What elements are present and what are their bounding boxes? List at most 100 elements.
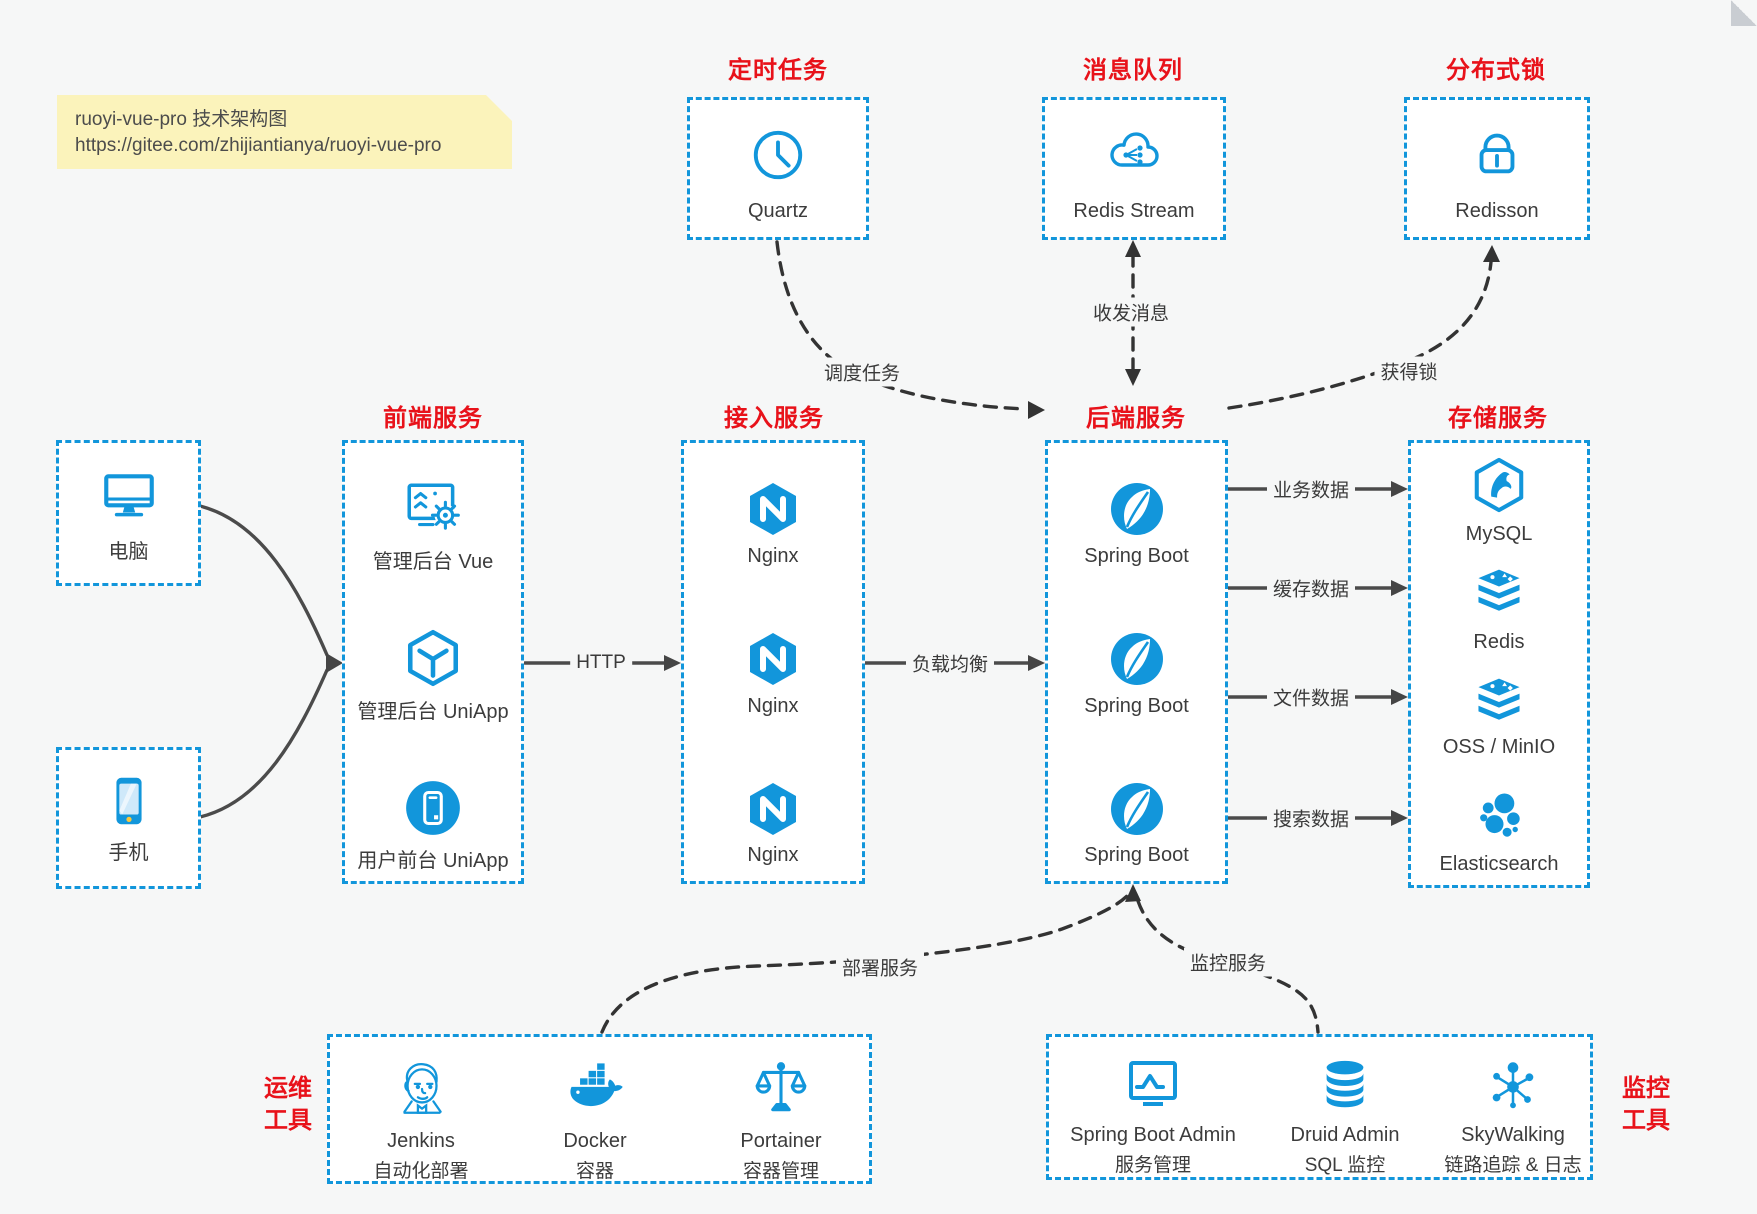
druid-admin-desc: SQL 监控 — [1304, 1155, 1386, 1176]
elasticsearch-icon — [1472, 789, 1526, 848]
group-title-backend: 后端服务 — [1086, 405, 1186, 432]
edge-label-deploy-service: 部署服务 — [835, 952, 925, 982]
mobile-label: 手机 — [108, 842, 149, 864]
redis-stream-label: Redis Stream — [1073, 200, 1195, 222]
backend-services-box: Spring Boot Spring Boot Spring Boot — [1045, 440, 1228, 884]
portainer-desc: 容器管理 — [742, 1161, 819, 1182]
edge-label-business-data: 业务数据 — [1266, 474, 1356, 504]
redis-label: Redis — [1473, 631, 1525, 653]
jenkins-label: Jenkins — [387, 1130, 455, 1152]
edge-label-load-balance: 负载均衡 — [905, 648, 995, 678]
edge-label-http: HTTP — [570, 651, 632, 675]
group-title-storage: 存储服务 — [1448, 405, 1548, 432]
group-title-monitoring-tools: 监控 工具 — [1622, 1075, 1670, 1134]
padlock-icon — [1468, 124, 1526, 187]
uniapp-user-icon — [402, 777, 464, 844]
cloud-share-icon — [1104, 124, 1164, 189]
druid-admin-label: Druid Admin — [1290, 1124, 1400, 1146]
user-uniapp-label: 用户前台 UniApp — [357, 850, 509, 872]
group-title-frontend: 前端服务 — [383, 405, 483, 432]
mysql-label: MySQL — [1465, 523, 1533, 545]
mysql-icon — [1470, 456, 1528, 519]
skywalking-item: SkyWalking 链路追踪 & 日志 — [1423, 1055, 1603, 1177]
docker-icon — [515, 1057, 675, 1126]
portainer-item: Portainer 容器管理 — [701, 1057, 861, 1183]
clock-icon — [749, 126, 807, 189]
smartphone-icon — [100, 772, 158, 835]
edge-label-cache-data: 缓存数据 — [1266, 573, 1356, 603]
spring-boot-icon — [1107, 779, 1167, 844]
pc-to-frontend-line — [198, 504, 329, 657]
skywalking-label: SkyWalking — [1461, 1124, 1565, 1146]
nginx-icon — [743, 629, 803, 694]
nginx-label: Nginx — [747, 695, 799, 717]
redisson-box: Redisson — [1404, 97, 1590, 240]
oss-minio-label: OSS / MinIO — [1442, 736, 1556, 758]
docker-label: Docker — [563, 1130, 627, 1152]
gateway-services-box: Nginx Nginx Nginx — [681, 440, 865, 884]
docker-desc: 容器 — [575, 1161, 614, 1182]
spring-boot-label: Spring Boot — [1084, 695, 1189, 717]
spring-boot-label: Spring Boot — [1084, 844, 1189, 866]
edge-label-send-receive-message: 收发消息 — [1086, 297, 1176, 327]
skywalking-desc: 链路追踪 & 日志 — [1444, 1155, 1582, 1176]
pc-label: 电脑 — [108, 541, 149, 563]
group-title-ops-tools: 运维 工具 — [264, 1075, 312, 1134]
mobile-to-frontend-line — [198, 668, 329, 819]
spring-boot-icon — [1107, 479, 1167, 544]
group-title-scheduled-tasks: 定时任务 — [728, 57, 828, 84]
group-title-gateway: 接入服务 — [724, 405, 824, 432]
nginx-label: Nginx — [747, 844, 799, 866]
portainer-label: Portainer — [740, 1130, 822, 1152]
jenkins-icon — [341, 1057, 501, 1126]
sticky-note: ruoyi-vue-pro 技术架构图 https://gitee.com/zh… — [57, 95, 512, 169]
portainer-icon — [701, 1057, 861, 1126]
edge-label-monitor-service: 监控服务 — [1183, 947, 1273, 977]
edge-label-acquire-lock: 获得锁 — [1374, 356, 1444, 386]
admin-vue-label: 管理后台 Vue — [372, 551, 494, 573]
redis-stream-box: Redis Stream — [1042, 97, 1226, 240]
note-url: https://gitee.com/zhijiantianya/ruoyi-vu… — [75, 135, 442, 156]
spring-boot-admin-desc: 服务管理 — [1114, 1155, 1191, 1176]
mobile-client-box: 手机 — [56, 747, 201, 889]
admin-uniapp-label: 管理后台 UniApp — [357, 701, 509, 723]
quartz-box: Quartz — [687, 97, 869, 240]
clients-merge-arrowhead — [326, 653, 343, 673]
druid-icon — [1255, 1055, 1435, 1120]
monitor-service-curve — [1136, 899, 1320, 1034]
edge-label-file-data: 文件数据 — [1266, 682, 1356, 712]
nginx-icon — [743, 479, 803, 544]
pc-client-box: 电脑 — [56, 440, 201, 586]
desktop-icon — [97, 465, 161, 532]
quartz-label: Quartz — [747, 200, 809, 222]
acquire-lock-curve — [1227, 260, 1493, 410]
jenkins-item: Jenkins 自动化部署 — [341, 1057, 501, 1183]
spring-boot-admin-label: Spring Boot Admin — [1070, 1124, 1236, 1146]
druid-admin-item: Druid Admin SQL 监控 — [1255, 1055, 1435, 1177]
redis-icon — [1471, 565, 1527, 626]
spring-boot-admin-item: Spring Boot Admin 服务管理 — [1063, 1055, 1243, 1177]
oss-minio-icon — [1471, 674, 1527, 735]
storage-services-box: MySQL Redis OSS / MinIO — [1408, 440, 1590, 888]
spring-boot-admin-icon — [1063, 1055, 1243, 1120]
nginx-icon — [743, 779, 803, 844]
redisson-label: Redisson — [1455, 200, 1539, 222]
spring-boot-label: Spring Boot — [1084, 545, 1189, 567]
note-fold-corner — [1731, 0, 1757, 26]
frontend-services-box: 管理后台 Vue 管理后台 UniApp 用户前台 UniApp — [342, 440, 524, 884]
admin-vue-icon — [402, 477, 464, 544]
spring-boot-icon — [1107, 629, 1167, 694]
ops-tools-box: Jenkins 自动化部署 Docker 容器 — [327, 1034, 872, 1184]
docker-item: Docker 容器 — [515, 1057, 675, 1183]
group-title-distributed-lock: 分布式锁 — [1446, 57, 1546, 84]
nginx-label: Nginx — [747, 545, 799, 567]
edge-label-schedule-task: 调度任务 — [817, 357, 907, 387]
edge-label-search-data: 搜索数据 — [1266, 803, 1356, 833]
elasticsearch-label: Elasticsearch — [1439, 853, 1559, 875]
note-title: ruoyi-vue-pro 技术架构图 — [75, 109, 288, 130]
monitoring-tools-box: Spring Boot Admin 服务管理 Druid Admin SQL 监… — [1046, 1034, 1593, 1180]
uniapp-hexagon-icon — [402, 627, 464, 694]
skywalking-icon — [1423, 1055, 1603, 1120]
jenkins-desc: 自动化部署 — [373, 1161, 469, 1182]
